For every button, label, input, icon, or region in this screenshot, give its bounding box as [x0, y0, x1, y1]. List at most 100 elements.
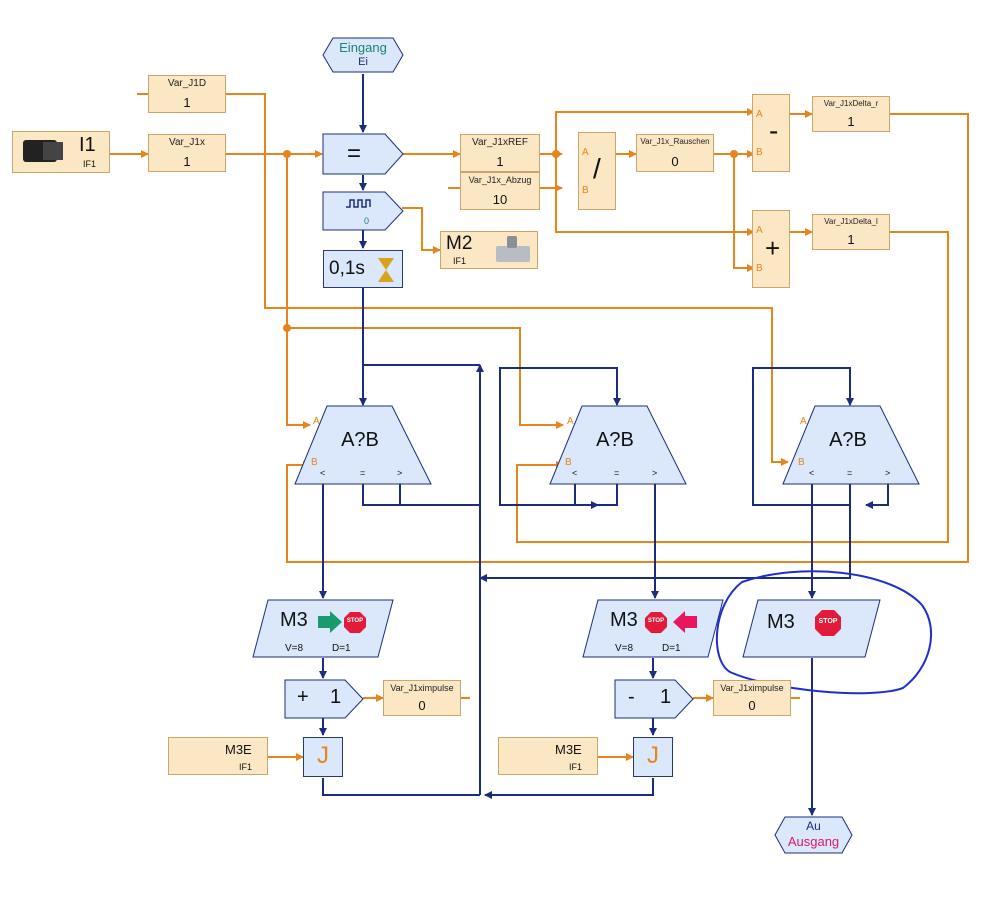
motor-m2-block[interactable]: M2 IF1: [440, 231, 538, 269]
arrow-right-icon: [318, 611, 342, 633]
motor-stop-stop-text: STOP: [818, 618, 838, 625]
flow-return-bus: [479, 505, 851, 582]
var-name: Var_J1xREF: [472, 137, 528, 148]
wire-pulse-to-m2: [402, 207, 441, 254]
equals-symbol: =: [346, 140, 361, 167]
port-a: A: [756, 225, 763, 236]
motor-shape-right: [252, 599, 394, 658]
var-name: Var_J1ximpulse: [390, 683, 454, 693]
compare-shape-1: [294, 405, 432, 485]
wait-symbol: J: [647, 742, 659, 769]
compare-2-eq: =: [614, 468, 620, 478]
end-shape: [774, 816, 853, 854]
var-value: 1: [847, 232, 855, 247]
var-value: 10: [492, 192, 508, 207]
counter-shape-sub: [614, 679, 694, 719]
minus-symbol: -: [769, 115, 779, 146]
flow-cmp2-lt: [574, 484, 599, 509]
var-j1x[interactable]: Var_J1x 1: [148, 134, 226, 172]
arrow-left-icon: [673, 611, 697, 633]
m3e-input-a[interactable]: M3E IF1: [168, 737, 268, 775]
equals-branch-shape: [322, 133, 404, 175]
lamp-icon-top: [507, 236, 517, 248]
port-b: B: [756, 263, 763, 274]
port-b: B: [582, 185, 589, 196]
var-j1d[interactable]: Var_J1D 1: [148, 75, 226, 113]
var-value: 1: [183, 95, 191, 110]
compare-1-port-b: B: [311, 457, 318, 468]
motor-left-speed: V=8: [615, 643, 634, 654]
var-value: 1: [183, 154, 191, 169]
motor-right-stop-text: STOP: [346, 618, 364, 624]
divide-symbol: /: [593, 153, 601, 184]
timer-label: 0,1s: [329, 258, 365, 279]
sensor-icon-tab: [43, 142, 63, 160]
port-a: A: [582, 147, 589, 158]
m3e-sublabel: IF1: [569, 762, 583, 772]
compare-3-port-b: B: [798, 457, 805, 468]
end-sublabel: Ausgang: [787, 834, 840, 849]
motor-stop-label: M3: [767, 611, 795, 633]
var-name: Var_J1x_Abzug: [468, 175, 532, 185]
m3e-label: M3E: [555, 742, 582, 757]
stop-sign-icon: [815, 610, 841, 636]
wire-j1d: [226, 93, 789, 466]
plus-symbol: +: [765, 233, 781, 263]
var-value: 0: [671, 154, 679, 169]
flow-j-b-return: [484, 778, 654, 799]
wire-rauschen-down: [733, 154, 755, 272]
compare-3-port-a: A: [800, 416, 807, 427]
wait-block-b[interactable]: J: [633, 737, 673, 777]
wait-symbol: J: [317, 742, 329, 769]
compare-1-label: A?B: [341, 429, 379, 451]
var-value: 1: [847, 114, 855, 129]
compare-2-gt: >: [652, 468, 658, 478]
wire-delta-l: [516, 231, 949, 543]
motor-shape-stop: [742, 599, 881, 658]
var-value: 0: [748, 698, 756, 713]
end-label: Au: [806, 819, 821, 833]
port-b: B: [756, 147, 763, 158]
wire-j1x-compare1: [286, 154, 311, 429]
var-j1x-abzug[interactable]: Var_J1x_Abzug 10: [460, 172, 540, 210]
lamp-icon: [496, 246, 530, 262]
var-name: Var_J1x: [169, 137, 205, 148]
flow-cmp2-eq: [499, 367, 621, 506]
compare-1-gt: >: [397, 468, 403, 478]
m3e-input-b[interactable]: M3E IF1: [498, 737, 598, 775]
var-j1xref[interactable]: Var_J1xREF 1: [460, 134, 540, 172]
input-i1-label: I1: [79, 134, 96, 156]
wait-block-a[interactable]: J: [303, 737, 343, 777]
junction-dot: [552, 150, 560, 158]
compare-3-eq: =: [847, 468, 853, 478]
compare-3-label: A?B: [829, 429, 867, 451]
input-i1-sublabel: IF1: [83, 159, 97, 169]
timer-block[interactable]: 0,1s: [323, 250, 403, 288]
wire-j1x-branch: [287, 327, 564, 429]
wire-ref-up: [555, 108, 755, 154]
counter-add-value: 1: [330, 686, 342, 708]
start-shape: [322, 37, 404, 73]
motor-left-stop-text: STOP: [647, 618, 665, 624]
flow-cmp3-eq: [752, 367, 854, 506]
motor-m2-sublabel: IF1: [453, 256, 467, 266]
var-value: 1: [496, 154, 504, 169]
port-a: A: [756, 109, 763, 120]
var-name: Var_J1ximpulse: [720, 683, 784, 693]
plus-operator[interactable]: A B +: [752, 210, 790, 288]
m3e-label: M3E: [225, 742, 252, 757]
minus-operator[interactable]: A B -: [752, 94, 790, 172]
divide-operator[interactable]: A B /: [578, 132, 616, 210]
input-i1-block[interactable]: I1 IF1: [12, 131, 110, 173]
stop-sign-icon: [344, 612, 366, 633]
stop-sign-icon: [645, 612, 667, 633]
var-name: Var_J1D: [167, 78, 207, 89]
var-j1ximpulse-2[interactable]: Var_J1ximpulse 0: [713, 680, 791, 716]
counter-add-sign: +: [297, 686, 309, 708]
